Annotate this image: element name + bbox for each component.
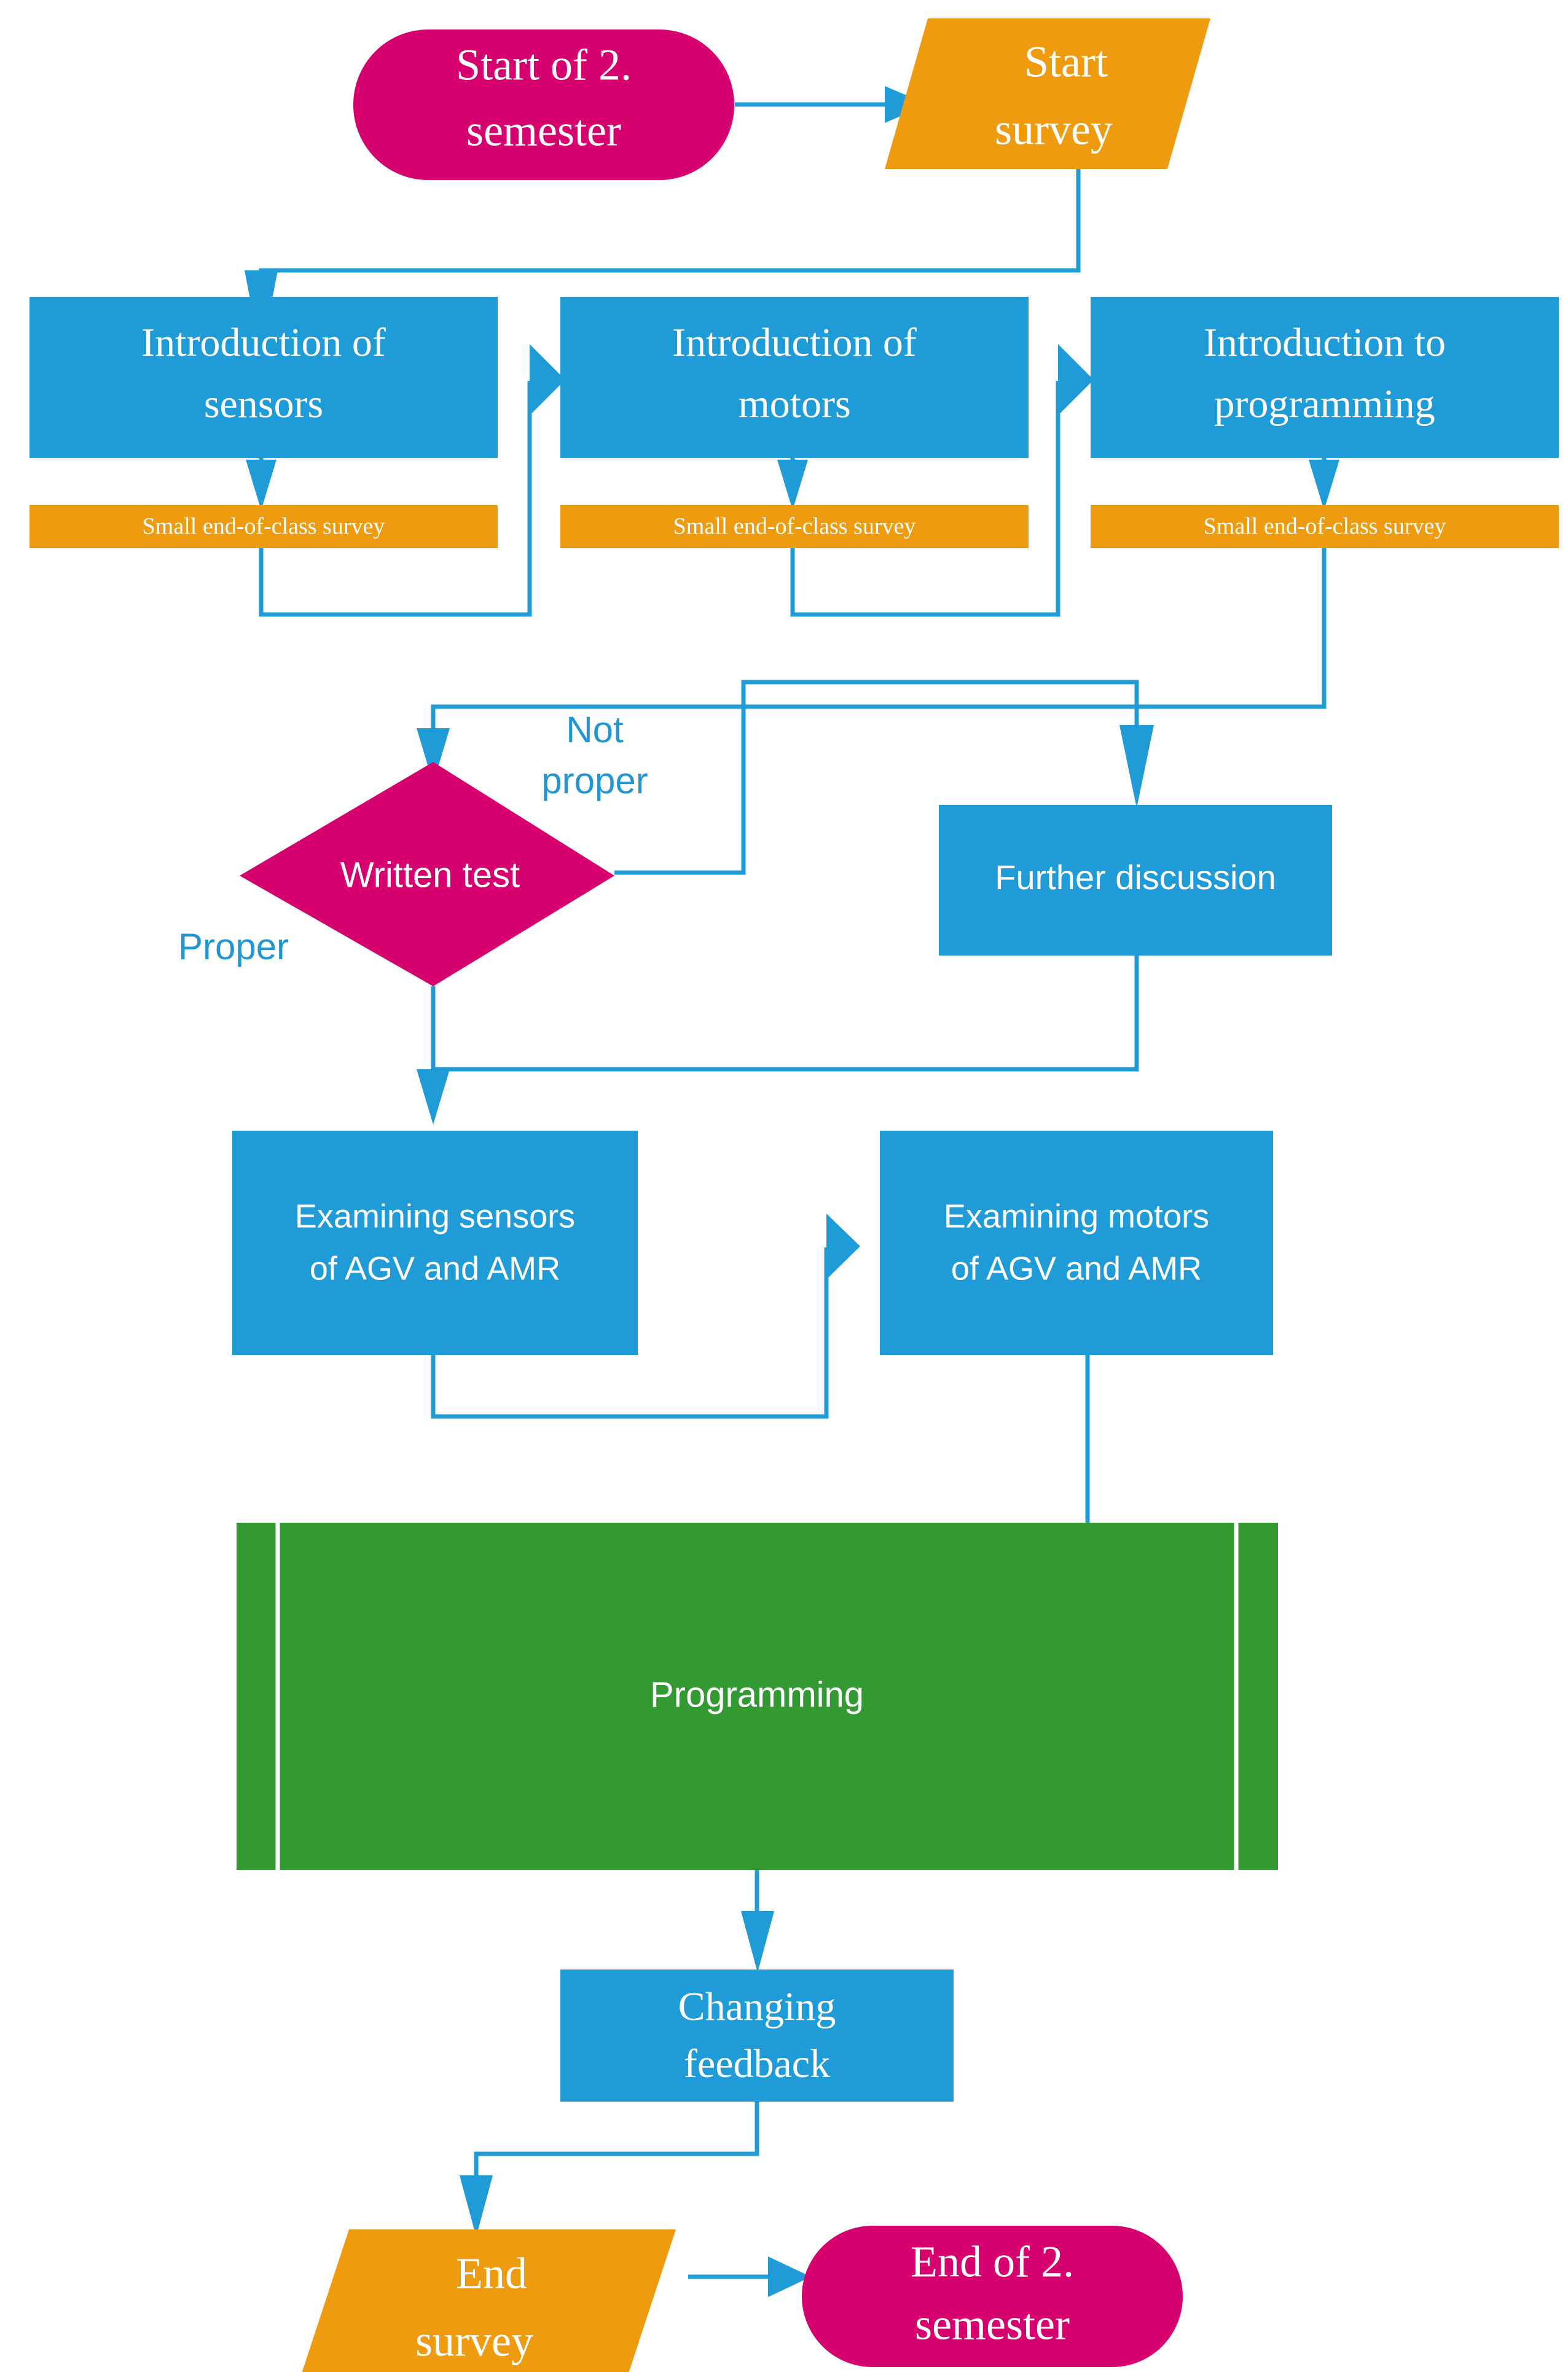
proper-label: Proper: [178, 926, 289, 967]
further-discussion-label: Further discussion: [995, 858, 1276, 897]
node-start-survey[interactable]: Start survey: [885, 18, 1210, 169]
node-survey-programming[interactable]: Small end-of-class survey: [1091, 505, 1559, 548]
node-survey-motors[interactable]: Small end-of-class survey: [560, 505, 1029, 548]
examining-sensors-shape[interactable]: [232, 1131, 638, 1355]
arrowhead: [1058, 344, 1094, 415]
arrowhead: [777, 460, 808, 510]
node-end-semester[interactable]: End of 2. semester: [802, 2226, 1183, 2367]
arrowhead: [826, 1214, 860, 1279]
intro-motors-label-line1: Introduction of: [672, 320, 917, 365]
intro-sensors-label-line1: Introduction of: [141, 320, 386, 365]
edge-label-not-proper: Not proper: [541, 709, 648, 801]
arrowhead: [417, 1069, 450, 1125]
end-survey-shape[interactable]: [301, 2229, 676, 2372]
survey-programming-shape[interactable]: [1091, 505, 1559, 548]
end-survey-label-line2: survey: [415, 2317, 533, 2366]
node-examining-motors[interactable]: Examining motors of AGV and AMR: [880, 1131, 1273, 1355]
node-intro-motors[interactable]: Introduction of motors: [560, 297, 1029, 458]
edge-further-discussion-to-examining-sensors: [433, 956, 1139, 1072]
intro-sensors-label-line2: sensors: [204, 382, 323, 426]
changing-feedback-label-line1: Changing: [678, 1984, 836, 2029]
survey-motors-shape[interactable]: [560, 505, 1029, 548]
node-further-discussion[interactable]: Further discussion: [939, 805, 1332, 956]
edge-survey-motors-to-intro-programming: [790, 381, 1060, 617]
changing-feedback-label-line2: feedback: [684, 2041, 830, 2086]
arrowhead: [246, 460, 276, 510]
node-programming[interactable]: Programming: [237, 1523, 1278, 1870]
node-examining-sensors[interactable]: Examining sensors of AGV and AMR: [232, 1131, 638, 1355]
arrowhead: [741, 1911, 774, 1973]
node-survey-sensors[interactable]: Small end-of-class survey: [29, 505, 498, 548]
examining-motors-shape[interactable]: [880, 1131, 1273, 1355]
edge-examining-sensors-to-examining-motors: [431, 1247, 829, 1419]
intro-programming-shape[interactable]: [1091, 297, 1559, 458]
programming-shape[interactable]: [237, 1523, 1278, 1870]
further-discussion-shape[interactable]: [939, 805, 1332, 956]
survey-sensors-shape[interactable]: [29, 505, 498, 548]
examining-motors-label-line1: Examining motors: [944, 1198, 1209, 1235]
not-proper-label-line2: proper: [541, 760, 648, 801]
edge-start-survey-to-intro-sensors: [259, 169, 1081, 284]
start-semester-label-line2: semester: [466, 106, 621, 155]
intro-programming-label-line1: Introduction to: [1204, 320, 1446, 365]
start-survey-shape[interactable]: [885, 18, 1210, 169]
node-end-survey[interactable]: End survey: [301, 2229, 676, 2372]
edge-label-proper: Proper: [178, 926, 289, 967]
survey-motors-label: Small end-of-class survey: [673, 514, 916, 540]
arrowhead: [417, 728, 450, 783]
intro-sensors-shape[interactable]: [29, 297, 498, 458]
end-survey-label-line1: End: [456, 2249, 527, 2298]
node-intro-programming[interactable]: Introduction to programming: [1091, 297, 1559, 458]
node-start-semester[interactable]: Start of 2. semester: [353, 29, 734, 180]
start-semester-label-line1: Start of 2.: [456, 41, 632, 90]
node-intro-sensors[interactable]: Introduction of sensors: [29, 297, 498, 458]
edge-survey-sensors-to-intro-motors: [259, 381, 532, 617]
edge-written-test-to-further-discussion: [614, 680, 1139, 875]
arrowhead: [768, 2256, 811, 2297]
arrowhead: [1119, 725, 1154, 808]
end-semester-shape[interactable]: [802, 2226, 1183, 2367]
start-survey-label-line2: survey: [995, 105, 1113, 154]
start-survey-label-line1: Start: [1024, 37, 1108, 87]
arrowhead: [530, 344, 565, 415]
written-test-label: Written test: [340, 855, 520, 895]
examining-sensors-label-line1: Examining sensors: [295, 1198, 575, 1235]
arrowhead: [460, 2175, 493, 2237]
survey-programming-label: Small end-of-class survey: [1204, 514, 1446, 540]
node-written-test[interactable]: Written test: [240, 762, 614, 986]
programming-label: Programming: [650, 1675, 864, 1714]
edge-changing-feedback-to-end-survey: [474, 2102, 759, 2188]
intro-motors-label-line2: motors: [738, 382, 850, 426]
examining-sensors-label-line2: of AGV and AMR: [310, 1250, 560, 1287]
not-proper-label-line1: Not: [566, 709, 624, 750]
start-semester-shape[interactable]: [353, 29, 734, 180]
written-test-shape[interactable]: [240, 762, 614, 986]
node-changing-feedback[interactable]: Changing feedback: [560, 1969, 954, 2102]
end-semester-label-line1: End of 2.: [911, 2237, 1074, 2287]
examining-motors-label-line2: of AGV and AMR: [951, 1250, 1202, 1287]
intro-motors-shape[interactable]: [560, 297, 1029, 458]
end-semester-label-line2: semester: [915, 2300, 1070, 2349]
survey-sensors-label: Small end-of-class survey: [143, 514, 385, 540]
intro-programming-label-line2: programming: [1214, 382, 1435, 426]
arrowhead: [1309, 460, 1339, 510]
changing-feedback-shape[interactable]: [560, 1969, 954, 2102]
